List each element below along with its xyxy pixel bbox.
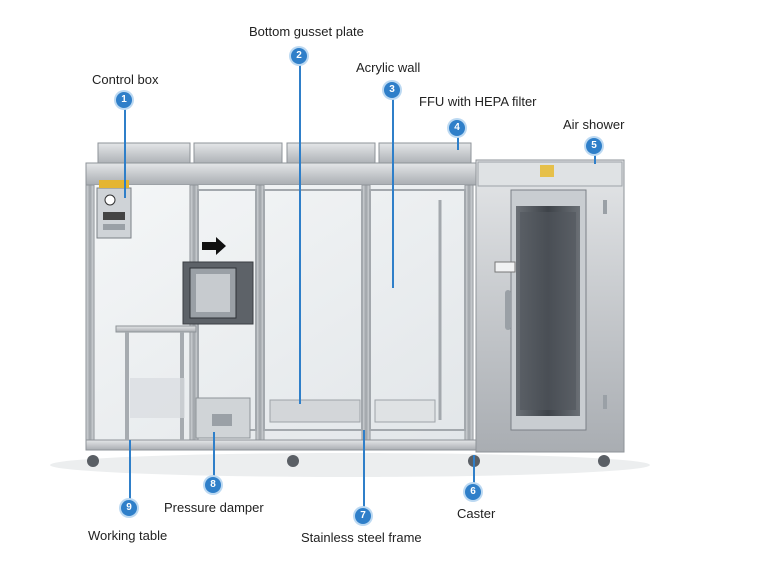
callout-label-working-table: Working table xyxy=(88,528,168,543)
callout-badge-8: 8 xyxy=(205,477,221,493)
leader-line-6 xyxy=(473,455,475,485)
bottom-rail xyxy=(85,439,479,451)
callout-label-pressure-damper: Pressure damper xyxy=(164,500,264,515)
pass-box xyxy=(182,237,254,325)
callout-label-air-shower: Air shower xyxy=(563,117,625,132)
leader-line-1 xyxy=(124,108,126,198)
pressure-damper xyxy=(195,397,251,439)
callout-badge-5: 5 xyxy=(586,138,602,154)
callout-label-acrylic-wall: Acrylic wall xyxy=(356,60,421,75)
ffu-units xyxy=(97,142,472,166)
leader-line-2 xyxy=(299,64,301,404)
air-shower-unit xyxy=(475,159,625,453)
leader-line-8 xyxy=(213,432,215,480)
callout-label-ffu-hepa: FFU with HEPA filter xyxy=(419,94,537,109)
callout-label-control-box: Control box xyxy=(92,72,159,87)
callout-label-stainless-steel-frame: Stainless steel frame xyxy=(301,530,422,545)
leader-line-4 xyxy=(457,136,459,150)
callout-badge-3: 3 xyxy=(384,82,400,98)
callout-label-caster: Caster xyxy=(457,506,496,521)
callout-badge-9: 9 xyxy=(121,500,137,516)
callout-badge-2: 2 xyxy=(291,48,307,64)
callout-badge-7: 7 xyxy=(355,508,371,524)
leader-line-9 xyxy=(129,440,131,502)
callout-badge-1: 1 xyxy=(116,92,132,108)
callout-label-bottom-gusset-plate: Bottom gusset plate xyxy=(249,24,364,39)
working-table xyxy=(115,325,197,440)
leader-line-3 xyxy=(392,98,394,288)
leader-line-5 xyxy=(594,154,596,164)
top-beam xyxy=(85,162,479,186)
callout-badge-6: 6 xyxy=(465,484,481,500)
callout-badge-4: 4 xyxy=(449,120,465,136)
leader-line-7 xyxy=(363,430,365,510)
